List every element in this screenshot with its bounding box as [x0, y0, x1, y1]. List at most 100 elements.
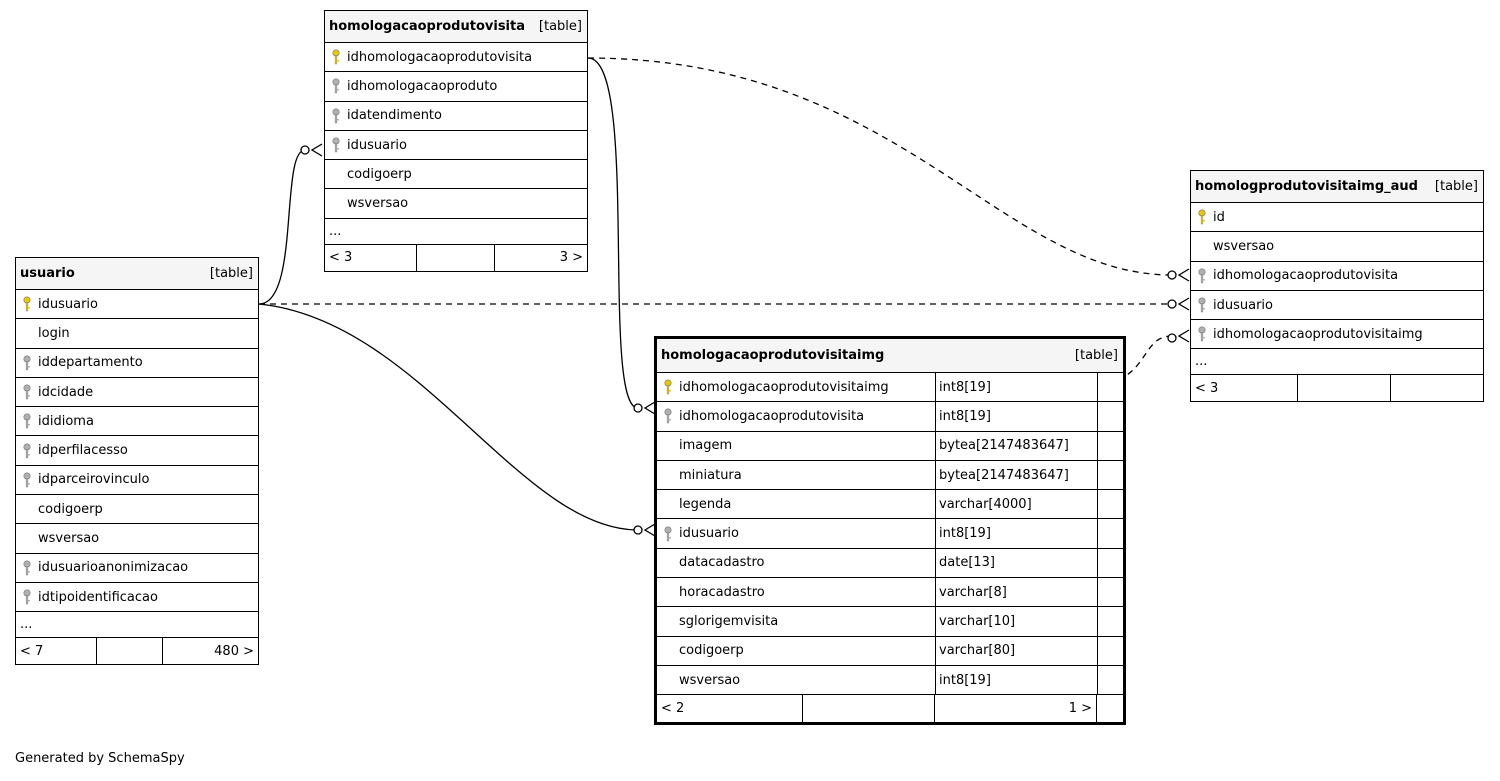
column-name: idusuario [1213, 297, 1273, 313]
table-tag: [table] [1074, 348, 1118, 363]
edge-hpv-to-aud [587, 57, 1173, 276]
foreign-key-icon [16, 443, 38, 459]
column-row[interactable]: id [1191, 203, 1483, 233]
footer-children [1391, 375, 1483, 401]
column-row[interactable]: idusuario [325, 131, 587, 161]
column-name: idatendimento [347, 108, 442, 124]
column-name: idhomologacaoprodutovisita [679, 408, 865, 424]
footer-parents: < 3 [325, 244, 417, 271]
column-blank-cell [1097, 578, 1123, 607]
footer-spacer [803, 695, 935, 723]
column-row[interactable]: codigoerp varchar[80] [657, 636, 1123, 666]
column-row[interactable]: wsversao [325, 189, 587, 219]
column-name: wsversao [38, 531, 100, 547]
column-row[interactable]: idusuario int8[19] [657, 519, 1123, 549]
table-homologprodutovisitaimg-aud[interactable]: homologprodutovisitaimg_aud [table] id ws… [1190, 170, 1484, 403]
column-row[interactable]: idhomologacaoprodutovisita [325, 43, 587, 73]
column-row[interactable]: idhomologacaoproduto [325, 72, 587, 102]
table-homologacaoprodutovisita[interactable]: homologacaoprodutovisita [table] idhomol… [324, 10, 588, 272]
column-name: miniatura [679, 467, 742, 483]
foreign-key-icon [16, 355, 38, 371]
foreign-key-icon [16, 384, 38, 400]
column-blank-cell [1097, 519, 1123, 548]
column-row[interactable]: idhomologacaoprodutovisita int8[19] [657, 402, 1123, 432]
edge-end-circle [1167, 299, 1177, 309]
foreign-key-icon [1191, 297, 1213, 313]
column-name: idhomologacaoprodutovisitaimg [679, 379, 889, 395]
column-row[interactable]: wsversao [1191, 232, 1483, 262]
column-row[interactable]: idtipoidentificacao [16, 583, 258, 613]
foreign-key-icon [16, 472, 38, 488]
footer-children: 3 > [559, 250, 583, 266]
column-name: login [38, 325, 70, 341]
foreign-key-icon [657, 408, 679, 424]
column-row[interactable]: idusuario [1191, 291, 1483, 321]
column-blank-cell [1097, 460, 1123, 490]
column-type: int8[19] [935, 402, 1097, 431]
column-name: idparceirovinculo [38, 472, 150, 488]
crowfoot-icon [1177, 297, 1190, 311]
column-blank-cell [1097, 548, 1123, 578]
table-footer: < 3 [1191, 375, 1483, 402]
edge-usuario-to-hpv [258, 149, 306, 305]
column-row[interactable]: codigoerp [325, 160, 587, 190]
column-row[interactable]: codigoerp [16, 495, 258, 525]
edge-end-circle [300, 145, 310, 155]
column-row[interactable]: idparceirovinculo [16, 466, 258, 496]
column-row[interactable]: login [16, 319, 258, 349]
more-columns: ... [16, 612, 258, 639]
column-row[interactable]: idhomologacaoprodutovisitaimg [1191, 320, 1483, 350]
table-homologacaoprodutovisitaimg[interactable]: homologacaoprodutovisitaimg [table] idho… [654, 336, 1126, 726]
column-name: wsversao [1213, 238, 1275, 254]
table-footer: < 2 1 > [657, 695, 1123, 723]
column-name: iddepartamento [38, 355, 143, 371]
edge-end-circle [633, 403, 643, 413]
column-row[interactable]: idhomologacaoprodutovisita [1191, 262, 1483, 291]
column-name: sglorigemvisita [679, 614, 779, 630]
table-tag: [table] [538, 19, 582, 34]
column-type: varchar[80] [935, 636, 1097, 665]
column-name: idusuario [38, 296, 98, 312]
column-row[interactable]: idatendimento [325, 102, 587, 131]
column-name: idcidade [38, 384, 94, 400]
column-row[interactable]: wsversao [16, 524, 258, 554]
table-name: homologprodutovisitaimg_aud [1195, 179, 1418, 194]
column-name: idusuario [679, 526, 739, 542]
edge-usuario-to-hpvi [258, 303, 639, 531]
column-row[interactable]: iddepartamento [16, 349, 258, 378]
column-name: idusuario [347, 137, 407, 153]
footer-spacer [97, 638, 163, 665]
column-name: codigoerp [347, 166, 412, 182]
column-name: idhomologacaoprodutovisita [1213, 268, 1399, 284]
column-name: idhomologacaoprodutovisitaimg [1213, 326, 1423, 342]
column-type: int8[19] [935, 519, 1097, 548]
column-type: bytea[2147483647] [935, 460, 1097, 490]
table-tag: [table] [209, 266, 253, 281]
column-name: idhomologacaoproduto [347, 78, 498, 94]
column-row[interactable]: ididioma [16, 407, 258, 437]
table-tag: [table] [1434, 179, 1478, 194]
column-row[interactable]: idcidade [16, 378, 258, 408]
edge-end-circle [1167, 270, 1177, 280]
edge-end-circle [1167, 333, 1177, 343]
table-name: homologacaoprodutovisitaimg [661, 348, 885, 363]
column-row[interactable]: idusuario [16, 290, 258, 320]
column-name: codigoerp [679, 643, 744, 659]
footer-parents: < 3 [1191, 375, 1298, 402]
column-name: wsversao [347, 196, 409, 212]
column-row[interactable]: idusuarioanonimizacao [16, 554, 258, 583]
crowfoot-icon [643, 401, 656, 415]
column-row[interactable]: miniatura bytea[2147483647] [657, 460, 1123, 491]
crowfoot-icon [1177, 329, 1190, 343]
column-blank-cell [1097, 636, 1123, 665]
column-row[interactable]: idperfilacesso [16, 436, 258, 466]
column-type: varchar[8] [935, 578, 1097, 607]
